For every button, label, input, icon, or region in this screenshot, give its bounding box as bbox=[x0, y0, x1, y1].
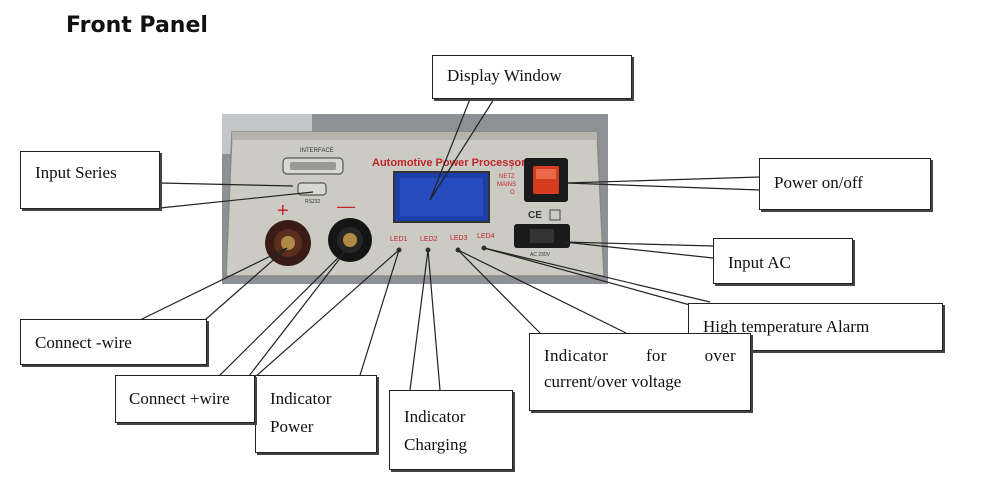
rs232-connector bbox=[297, 182, 327, 196]
ce-mark: CE bbox=[528, 210, 542, 221]
svg-text:O: O bbox=[510, 190, 515, 196]
svg-text:I: I bbox=[511, 166, 513, 172]
svg-text:MAINS: MAINS bbox=[497, 182, 516, 188]
led3-label: LED3 bbox=[450, 235, 468, 242]
callout-input-ac: Input AC bbox=[713, 238, 853, 284]
interface-label: INTERFACE bbox=[300, 148, 334, 154]
rs232-label: RS232 bbox=[305, 199, 321, 205]
callout-power-onoff: Power on/off bbox=[759, 158, 931, 210]
callout-display-window: Display Window bbox=[432, 55, 632, 99]
callout-input-series: Input Series bbox=[20, 151, 160, 209]
callout-over-current: Indicator for over current/over voltage bbox=[529, 333, 751, 411]
callout-indicator-power: Indicator Power bbox=[255, 375, 377, 453]
callout-connect-plus-wire: Connect +wire bbox=[115, 375, 255, 423]
callout-connect-minus-wire: Connect -wire bbox=[20, 319, 207, 365]
svg-text:NETZ: NETZ bbox=[499, 174, 515, 180]
leader-lines bbox=[139, 98, 761, 391]
panel-header-text: Automotive Power Processor bbox=[372, 157, 526, 169]
callout-high-temperature-alarm: High temperature Alarm bbox=[688, 303, 943, 351]
led1-label: LED1 bbox=[390, 236, 408, 243]
minus-symbol: — bbox=[337, 196, 355, 216]
led2-label: LED2 bbox=[420, 236, 438, 243]
page-title: Front Panel bbox=[66, 13, 208, 38]
led4-label: LED4 bbox=[477, 233, 495, 240]
plus-symbol: + bbox=[277, 200, 289, 222]
callout-indicator-charging: Indicator Charging bbox=[389, 390, 513, 470]
ac-label: AC 230V bbox=[530, 252, 551, 258]
